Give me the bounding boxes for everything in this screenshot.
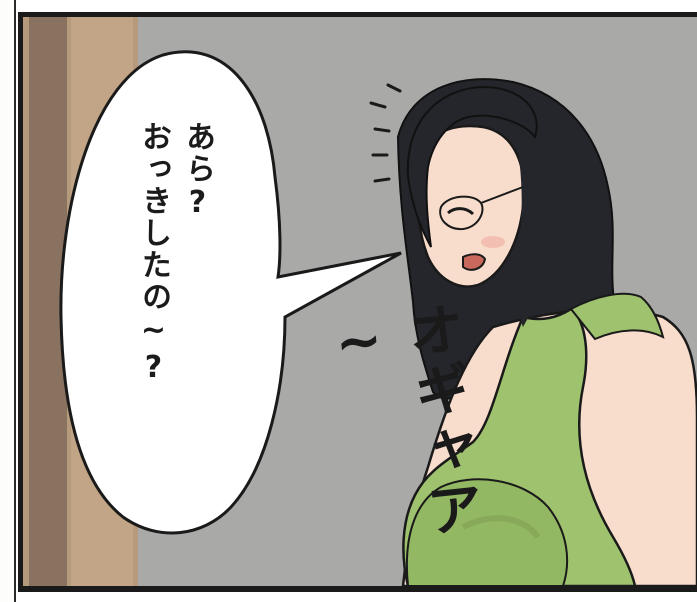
hair-side	[513, 127, 554, 327]
tank-top-strap	[569, 292, 665, 341]
speech-bubble-text: あら? おっきしたの~?	[131, 121, 219, 451]
surprise-marks	[369, 83, 402, 183]
glasses-arm	[480, 186, 524, 204]
hair-bangs	[406, 85, 538, 248]
speech-line-1: あら?	[180, 121, 215, 222]
chest-shape	[405, 478, 569, 586]
adjacent-panel-edge	[0, 0, 16, 602]
blush	[481, 236, 505, 248]
closed-eye	[447, 207, 475, 216]
panel-artwork	[23, 17, 697, 586]
speech-line-2: おっきしたの~?	[136, 121, 171, 387]
manga-panel: あら? おっきしたの~? オギャア~	[18, 12, 697, 592]
open-mouth	[462, 253, 487, 271]
speech-bubble	[59, 50, 402, 535]
glasses-lens	[439, 195, 484, 231]
baby-cry-sound-effect: オギャア~	[323, 298, 486, 545]
